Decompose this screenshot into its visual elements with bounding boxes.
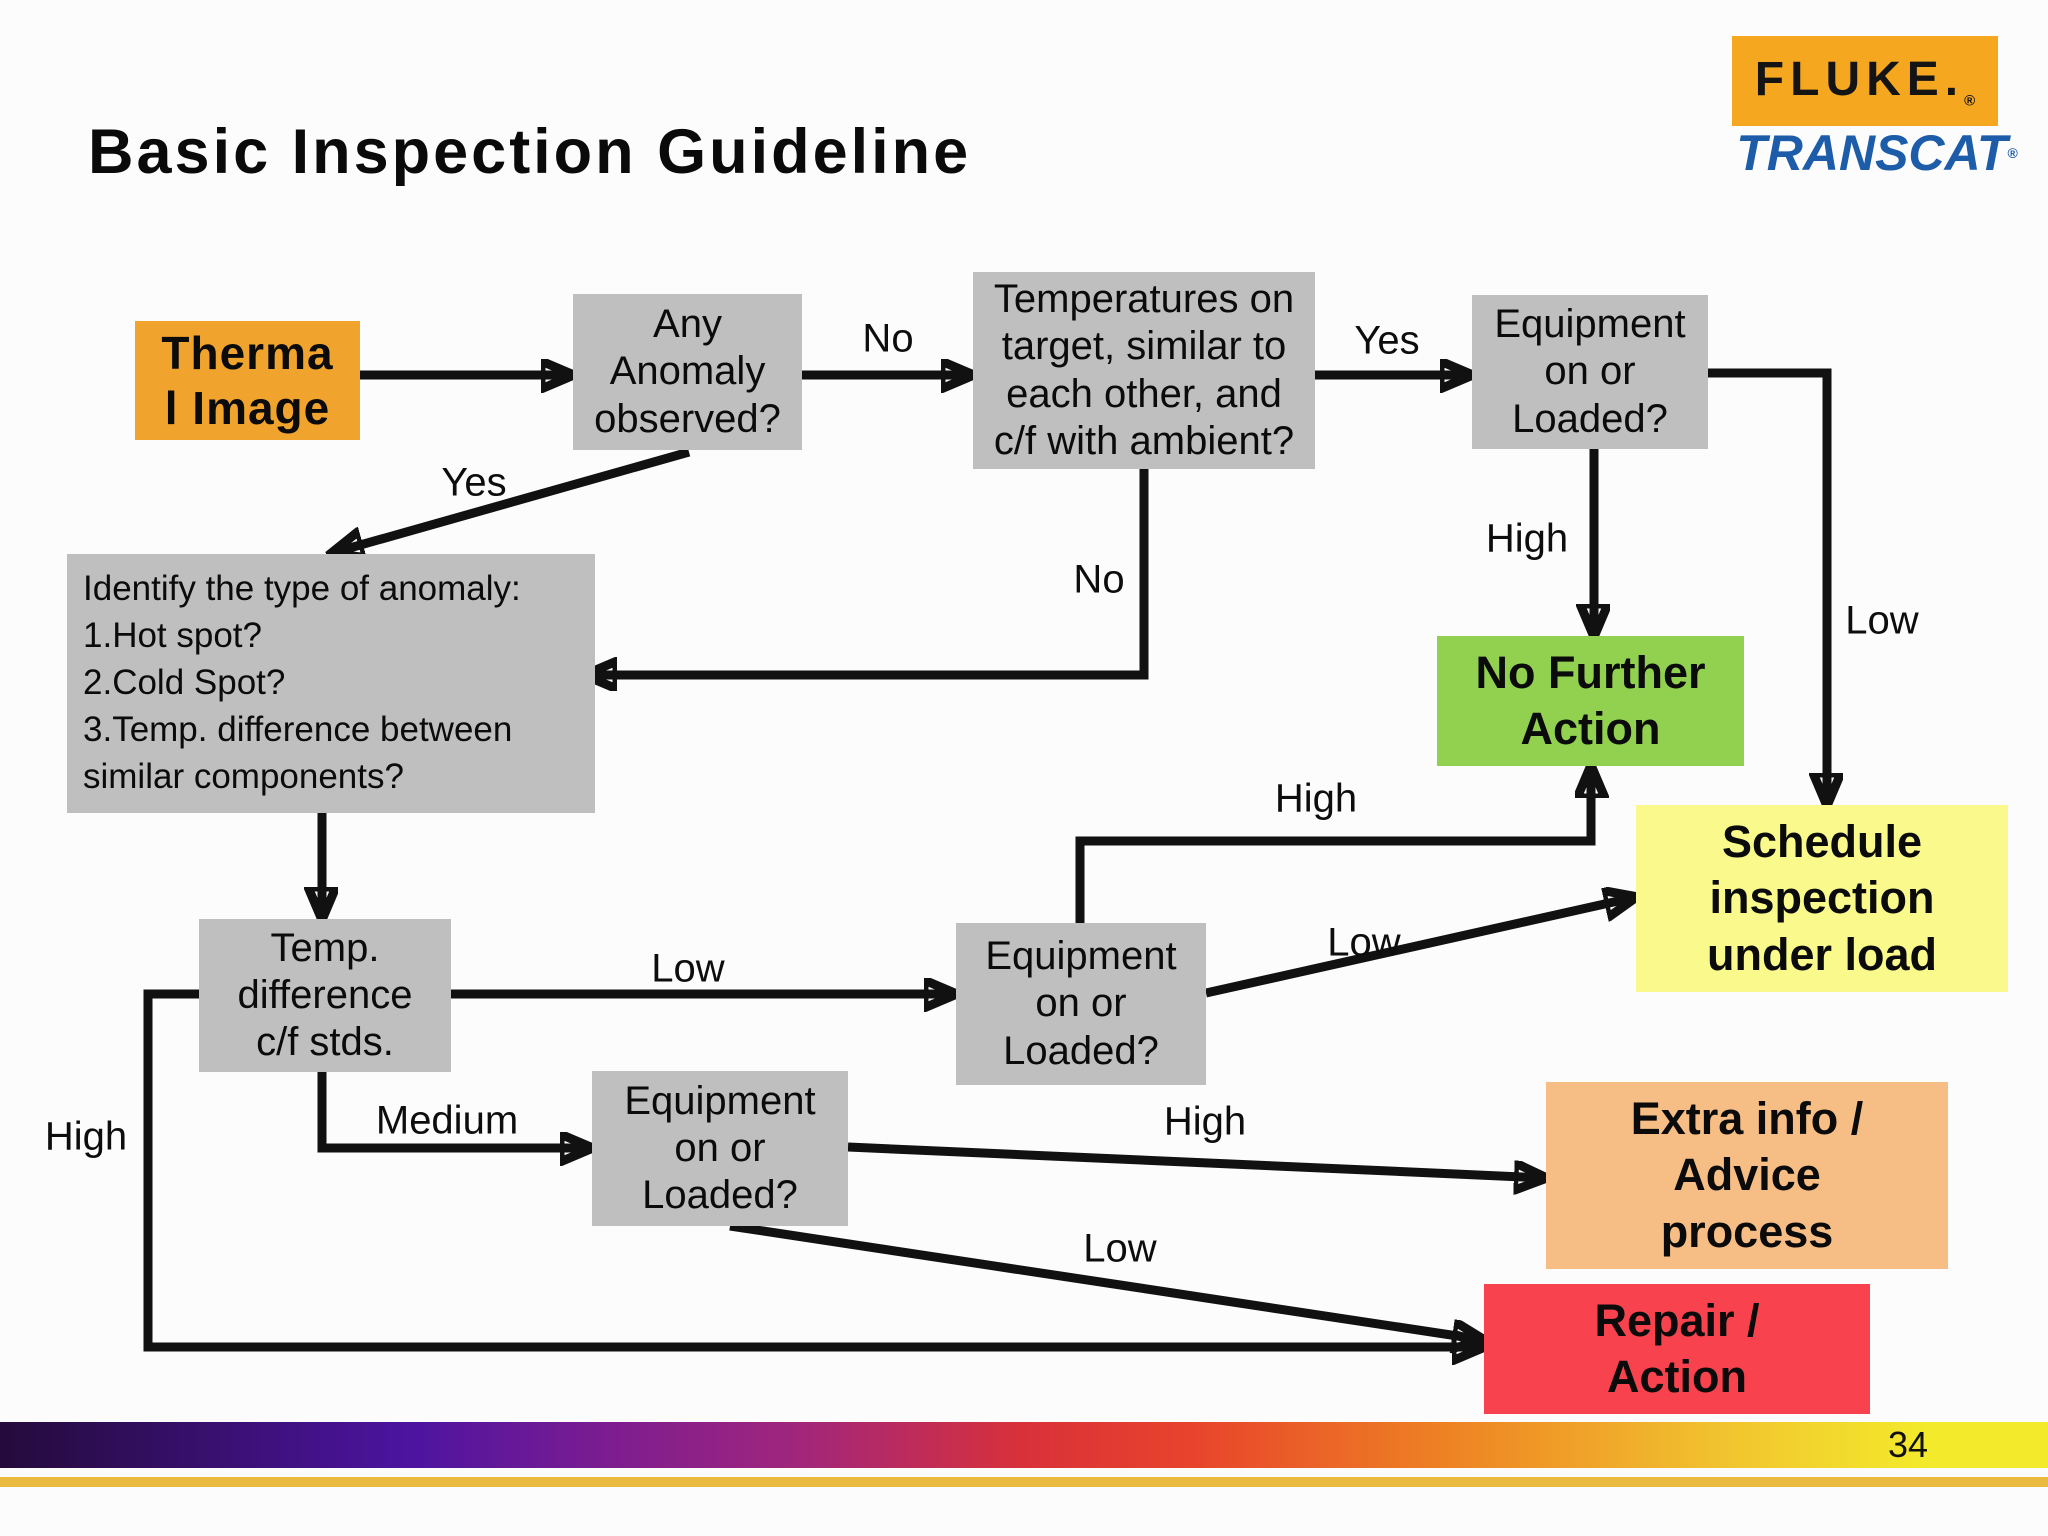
node-text-line: Action [1607, 1351, 1747, 1402]
edge-temps-to-identify-no [585, 469, 1149, 675]
edge-label-yes-identify: Yes [441, 460, 507, 505]
edge-label-high-equipmid: High [1274, 776, 1358, 821]
edge-tempdiff-to-equiplow-medium [317, 1072, 592, 1148]
node-text-line: No Further [1475, 646, 1706, 698]
footer-gold-rule [0, 1477, 2048, 1487]
node-text-line: Loaded? [642, 1173, 798, 1218]
node-identify-anomaly-type: Identify the type of anomaly: 1.Hot spot… [67, 554, 595, 813]
node-text-line: Extra info / [1630, 1093, 1864, 1145]
node-text-line: similar components? [83, 756, 404, 796]
node-text-line: 2.Cold Spot? [83, 663, 286, 703]
edge-label-high-nofurther: High [1485, 516, 1569, 561]
node-text-line: Anomaly [609, 349, 766, 394]
node-text-line: Identify the type of anomaly: [83, 569, 521, 609]
edge-label-no-anomaly: No [862, 316, 914, 361]
node-any-anomaly-observed: Any Anomaly observed? [573, 294, 802, 450]
edge-label-medium-tempdiff: Medium [375, 1098, 519, 1143]
slide-title: Basic Inspection Guideline [88, 117, 972, 187]
node-extra-info-advice-process: Extra info / Advice process [1546, 1082, 1948, 1269]
edge-equiplow-to-repair-low [729, 1221, 1484, 1340]
node-thermal-image: Therma l Image [135, 321, 360, 440]
node-text-line: Temperatures on [993, 277, 1295, 322]
node-text-line: target, similar to [1001, 324, 1287, 369]
node-text-line: on or [674, 1125, 766, 1170]
footer-gradient-bar [0, 1422, 2048, 1468]
transcat-wordmark: TRANSCAT [1736, 125, 2008, 181]
edge-label-high-extrainfo: High [1163, 1099, 1247, 1144]
edge-label-low-schedule: Low [1845, 598, 1919, 643]
node-text-line: Any [653, 302, 722, 347]
node-text-line: Action [1520, 703, 1661, 754]
edge-label-no-identify: No [1073, 557, 1125, 602]
node-text-line: c/f stds. [256, 1020, 394, 1065]
fluke-wordmark: FLUKE. [1754, 53, 1965, 107]
node-text-line: observed? [594, 396, 781, 441]
node-text-line: each other, and [1006, 371, 1282, 416]
transcat-registered-mark: ® [2007, 145, 2018, 161]
edge-label-high-repair: High [44, 1114, 128, 1159]
transcat-logo: TRANSCAT® [1734, 124, 2020, 182]
edge-label-yes-temps: Yes [1354, 318, 1420, 363]
node-text-line: on or [1035, 981, 1127, 1026]
node-text-line: Temp. [270, 925, 380, 970]
node-text-line: on or [1544, 349, 1636, 394]
fluke-registered-mark: ® [1964, 92, 1976, 110]
node-equipment-on-or-loaded-middle: Equipment on or Loaded? [956, 923, 1206, 1085]
node-text-line: difference [237, 972, 413, 1017]
edge-label-low-tempdiff: Low [651, 946, 725, 991]
edge-equiptop-to-schedule-low [1708, 368, 1827, 805]
node-equipment-on-or-loaded-lower: Equipment on or Loaded? [592, 1071, 848, 1226]
node-text-line: l Image [164, 381, 331, 434]
node-no-further-action: No Further Action [1437, 636, 1744, 766]
page-number: 34 [1887, 1424, 1929, 1465]
edge-anomaly-to-identify-yes [332, 447, 691, 553]
edge-label-low-equipmid: Low [1327, 920, 1401, 965]
node-text-line: Schedule [1721, 816, 1923, 868]
node-text-line: 3.Temp. difference between [83, 709, 513, 749]
edge-equiplow-to-extrainfo-high [847, 1142, 1546, 1178]
node-text-line: Advice [1673, 1149, 1821, 1201]
node-text-line: Equipment [985, 934, 1177, 979]
node-schedule-inspection-under-load: Schedule inspection under load [1636, 805, 2008, 992]
edge-tempdiff-to-repair-high [143, 989, 1484, 1347]
node-text-line: Repair / [1594, 1294, 1760, 1346]
node-temperatures-on-target: Temperatures on target, similar to each … [973, 272, 1315, 469]
node-text-line: Equipment [1494, 302, 1686, 347]
node-text-line: c/f with ambient? [993, 418, 1295, 463]
node-text-line: Loaded? [1512, 396, 1668, 441]
fluke-logo: FLUKE.® [1732, 36, 1998, 126]
node-text-line: Therma [161, 327, 334, 380]
node-text-line: process [1660, 1205, 1834, 1257]
node-text-line: 1.Hot spot? [83, 616, 262, 656]
node-text-line: inspection [1709, 872, 1935, 924]
node-text-line: under load [1706, 928, 1937, 980]
node-text-line: Equipment [624, 1078, 816, 1123]
edge-equipmid-to-nofurther-high [1075, 766, 1591, 923]
node-equipment-on-or-loaded-top: Equipment on or Loaded? [1472, 295, 1708, 449]
fluke-logo-text: FLUKE.® [1755, 52, 1975, 110]
node-text-line: Loaded? [1003, 1028, 1159, 1073]
node-repair-action: Repair / Action [1484, 1284, 1870, 1414]
edge-equipmid-to-schedule-low [1205, 897, 1636, 998]
node-temp-difference-cf-stds: Temp. difference c/f stds. [199, 919, 451, 1072]
edge-label-low-repair: Low [1083, 1226, 1157, 1271]
